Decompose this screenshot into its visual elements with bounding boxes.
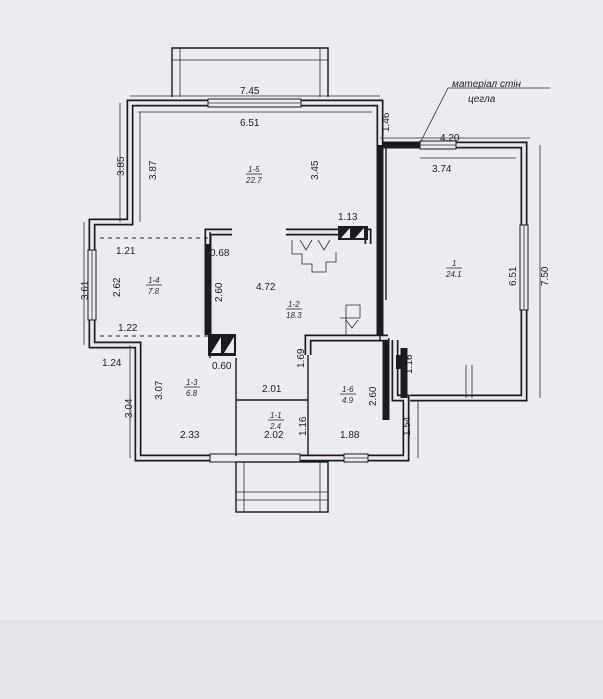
svg-text:1: 1 [452, 259, 456, 268]
dim-corr-h: 1.69 [296, 348, 307, 368]
dim-upper-room-h: 3.45 [310, 160, 321, 180]
dim-top-outer: 7.45 [240, 86, 260, 97]
staircase [291, 239, 361, 335]
note-line-2: цегла [468, 94, 496, 105]
dim-garage-h-inner: 6.51 [508, 266, 519, 286]
dim-right-low-h: 1.54 [402, 416, 413, 436]
svg-text:1-4: 1-4 [148, 276, 160, 285]
ventilation-shafts [208, 226, 406, 369]
svg-text:7.8: 7.8 [148, 287, 160, 296]
dim-hall-w: 4.72 [256, 282, 276, 293]
dim-top-inner: 6.51 [240, 118, 260, 129]
dim-step-h: 1.46 [381, 112, 392, 132]
svg-text:4.9: 4.9 [342, 396, 354, 405]
dim-bath-w: 1.88 [340, 430, 360, 441]
room-label-1-6: 1-6 4.9 [340, 385, 356, 405]
dim-chimney-w: 0.60 [212, 361, 232, 372]
dim-porch-w-top: 2.01 [262, 384, 282, 395]
room-label-1-5: 1-5 22.7 [245, 165, 262, 185]
dim-left-upper-inner: 3.87 [148, 160, 159, 180]
svg-text:1-1: 1-1 [270, 411, 282, 420]
svg-text:1-5: 1-5 [248, 165, 260, 174]
dim-left-low-h-outer: 3.04 [124, 398, 135, 418]
dim-left-low-outer-w: 1.24 [102, 358, 122, 369]
room-labels: 1-5 22.7 1-4 7.8 1-2 18.3 1-3 6.8 1-1 2.… [146, 165, 462, 431]
dim-garage-h-outer: 7.50 [540, 266, 551, 286]
dim-porch-w-bottom: 2.02 [264, 430, 284, 441]
porch-outline [235, 461, 329, 513]
terrace-outline [171, 47, 329, 97]
svg-text:18.3: 18.3 [286, 311, 302, 320]
room-label-1: 1 24.1 [445, 259, 462, 279]
dim-stair-w: 1.13 [338, 212, 358, 223]
room-label-1-1: 1-1 2.4 [268, 411, 284, 431]
svg-text:1-2: 1-2 [288, 300, 300, 309]
dimension-lines [83, 95, 541, 458]
room-label-1-2: 1-2 18.3 [286, 300, 302, 320]
svg-text:2.4: 2.4 [269, 422, 282, 431]
dim-right-top-inner: 3.74 [432, 164, 452, 175]
dim-left-low-w: 2.33 [180, 430, 200, 441]
dim-left-upper-outer: 3.85 [116, 156, 127, 176]
openings [100, 237, 208, 337]
dim-left-mid-w: 1.21 [116, 246, 136, 257]
dim-left-mid-h-inner: 2.62 [112, 277, 123, 297]
svg-text:22.7: 22.7 [245, 176, 262, 185]
dim-right-step-h: 1.16 [404, 354, 415, 374]
dim-hall-left-h: 2.60 [214, 282, 225, 302]
dimension-labels: 7.45 6.51 1.46 4.20 3.74 3.85 3.87 3.45 … [80, 86, 551, 441]
dim-closet-w: 0.68 [210, 248, 230, 259]
dim-bath-h: 2.60 [368, 386, 379, 406]
svg-text:24.1: 24.1 [445, 270, 462, 279]
material-note: матеріал стін цегла [419, 79, 550, 144]
paper-shadow [0, 620, 603, 699]
svg-text:1-3: 1-3 [186, 378, 198, 387]
dim-right-top-outer: 4.20 [440, 133, 460, 144]
room-label-1-4: 1-4 7.8 [146, 276, 162, 296]
dim-wc-h: 1.16 [298, 416, 309, 436]
dim-left-mid-h-outer: 3.61 [80, 280, 91, 300]
dim-left-low-h-inner: 3.07 [154, 380, 165, 400]
svg-text:1-6: 1-6 [342, 385, 354, 394]
dim-left-mid-bottom-w: 1.22 [118, 323, 138, 334]
garage-door [465, 365, 473, 398]
svg-text:6.8: 6.8 [186, 389, 198, 398]
room-label-1-3: 1-3 6.8 [184, 378, 200, 398]
note-line-1: матеріал стін [452, 79, 522, 90]
